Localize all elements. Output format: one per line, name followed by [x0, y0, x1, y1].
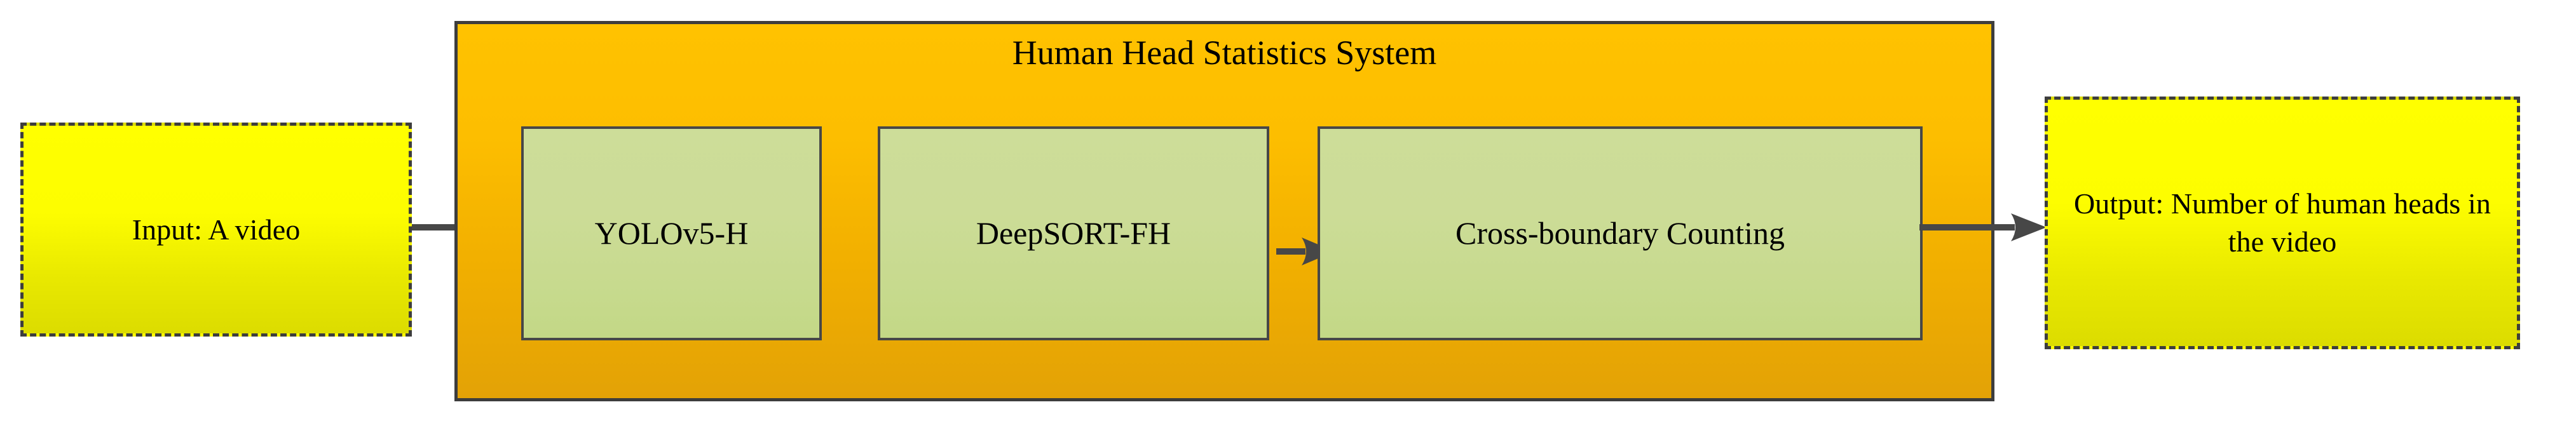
system-container: Human Head Statistics System YOLOv5-H De… — [454, 21, 1994, 401]
stage-box-yolov5-h: YOLOv5-H — [521, 126, 822, 340]
output-label: Output: Number of human heads in the vid… — [2073, 187, 2491, 258]
stage-label-yolov5-h: YOLOv5-H — [594, 215, 749, 251]
input-box: Input: A video — [20, 123, 412, 337]
input-label: Input: A video — [132, 213, 301, 246]
stage-label-deepsort-fh: DeepSORT-FH — [976, 215, 1171, 251]
stage-box-cross-boundary-counting: Cross-boundary Counting — [1318, 126, 1923, 340]
output-box: Output: Number of human heads in the vid… — [2045, 97, 2520, 349]
system-title: Human Head Statistics System — [1012, 34, 1437, 72]
stage-box-deepsort-fh: DeepSORT-FH — [878, 126, 1269, 340]
stage-label-cross-boundary-counting: Cross-boundary Counting — [1455, 215, 1785, 251]
